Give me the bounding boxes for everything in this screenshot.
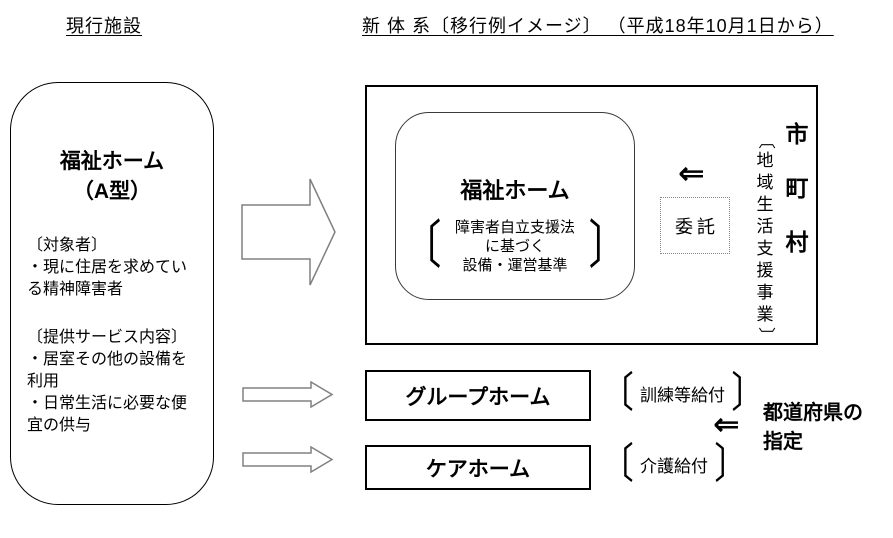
transition-arrow-icon — [241, 178, 336, 286]
bracket-open: 〔 — [600, 369, 634, 416]
welfare-home-standards-text: 障害者自立支援法に基づく 設備・運営基準 — [454, 218, 575, 274]
bracket-open: 〔 — [756, 132, 776, 149]
welfare-home-box: 福祉ホーム 〔 障害者自立支援法に基づく 設備・運営基準 〕 — [395, 112, 635, 300]
heading-new-system: 新 体 系〔移行例イメージ〕 （平成18年10月1日から） — [362, 16, 834, 36]
bracket-close: 〕 — [756, 327, 776, 344]
municipality-program-text: 地域生活支援事業 — [756, 151, 774, 324]
bracket-open: 〔 — [402, 217, 442, 275]
welfare-home-title: 福祉ホーム — [460, 178, 570, 203]
care-home-box: ケアホーム — [365, 445, 591, 490]
new-system-box: 福祉ホーム 〔 障害者自立支援法に基づく 設備・運営基準 〕 ⇐ 委託 〔 地域… — [365, 85, 818, 345]
heading-current-facility: 現行施設 — [66, 16, 142, 36]
current-facility-box: 福祉ホーム （A型） 〔対象者〕 ・現に住居を求めてい る精神障害者 〔提供サー… — [10, 82, 214, 505]
care-home-benefit: 〔 介護給付 〕 — [596, 442, 752, 486]
municipality-name-vertical: 市町村 — [785, 121, 809, 255]
group-home-benefit-text: 訓練等給付 — [640, 385, 726, 405]
bracket-close: 〕 — [588, 217, 628, 275]
municipality-program-vertical: 〔 地域生活支援事業 〕 — [755, 132, 776, 344]
bracket-close: 〕 — [714, 440, 748, 487]
group-home-arrow-icon — [242, 381, 334, 408]
current-facility-title: 福祉ホーム （A型） — [59, 150, 165, 203]
welfare-home-standards: 〔 障害者自立支援法に基づく 設備・運営基準 〕 — [396, 217, 634, 275]
current-facility-service-note: 〔提供サービス内容〕 ・居室その他の設備を 利用 ・日常生活に必要な便 宜の供与 — [27, 329, 188, 434]
current-facility-target-note: 〔対象者〕 ・現に住居を求めてい る精神障害者 — [27, 237, 188, 298]
consignment-box: 委託 — [660, 197, 730, 254]
consignment-arrow-icon: ⇐ — [678, 155, 705, 191]
prefecture-arrow-icon: ⇐ — [713, 406, 740, 442]
prefecture-designation-label: 都道府県の 指定 — [763, 402, 863, 453]
group-home-box: グループホーム — [365, 370, 591, 421]
care-home-arrow-icon — [242, 446, 334, 473]
bracket-open: 〔 — [600, 440, 634, 487]
group-home-benefit: 〔 訓練等給付 〕 — [596, 368, 769, 418]
bracket-close: 〕 — [731, 369, 765, 416]
care-home-benefit-text: 介護給付 — [640, 456, 709, 476]
